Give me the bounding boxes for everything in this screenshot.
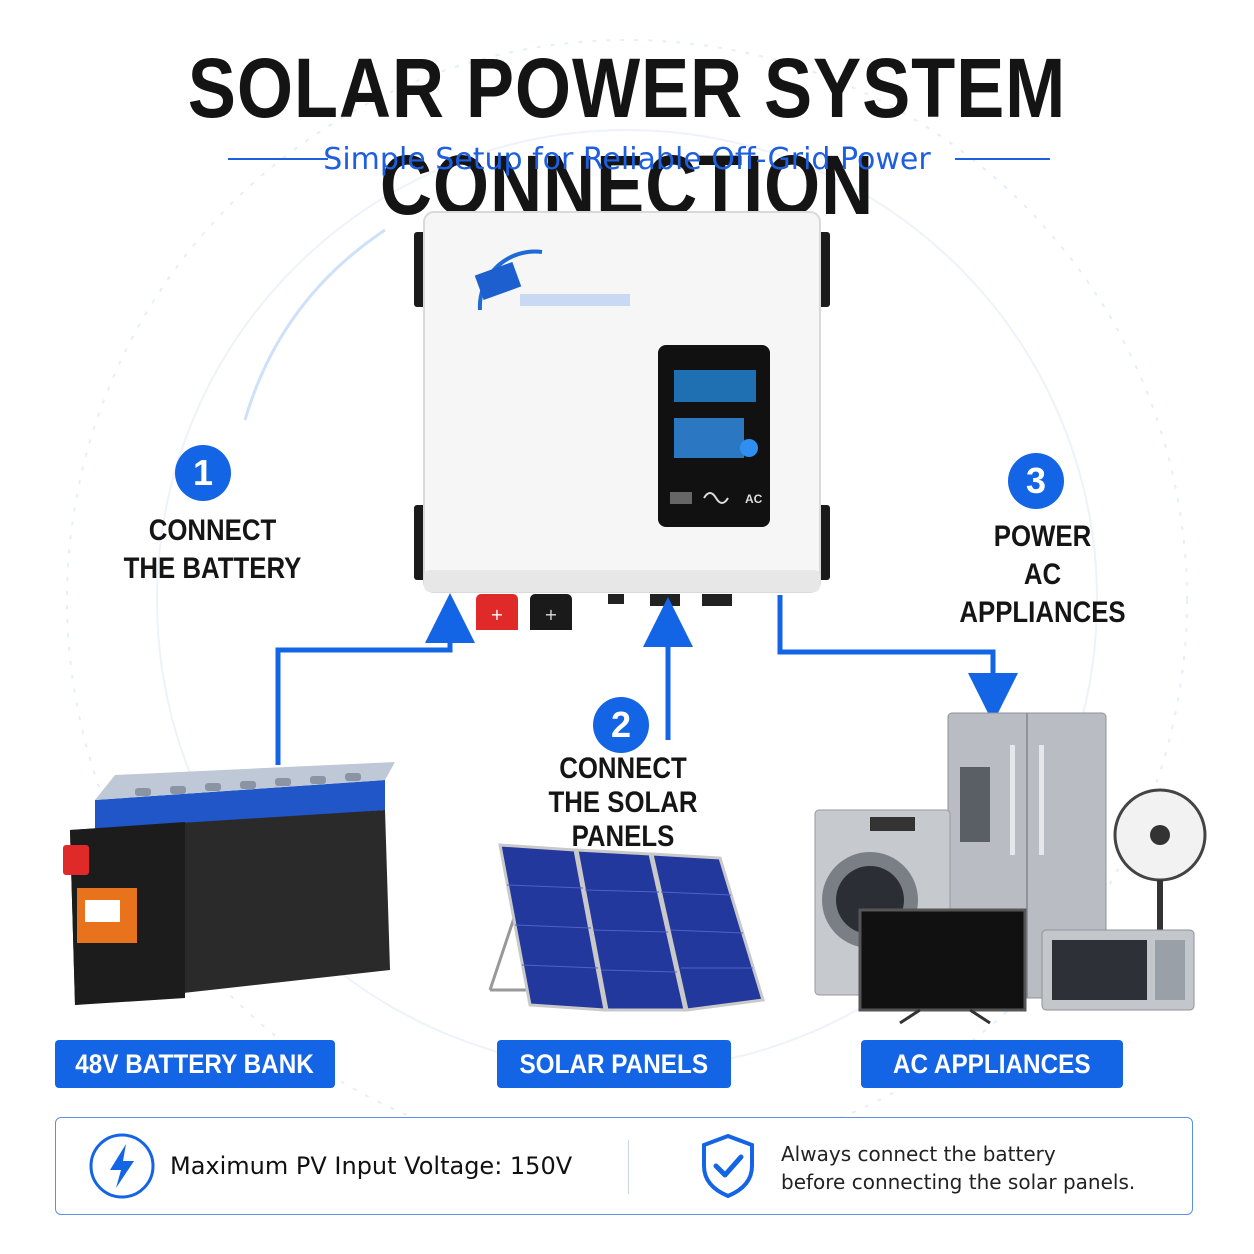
step-1-line1: CONNECT xyxy=(148,514,277,547)
solar-panels-label-text: SOLAR PANELS xyxy=(519,1049,709,1079)
safety-tip-line2: before connecting the solar panels. xyxy=(781,1170,1136,1194)
step-2-text: CONNECT THE SOLAR PANELS xyxy=(509,752,738,854)
battery-arrow xyxy=(275,593,475,765)
lightning-bolt-icon xyxy=(89,1133,155,1199)
pv-voltage-spec: Maximum PV Input Voltage: 150V xyxy=(170,1152,573,1180)
shield-check-icon xyxy=(702,1133,754,1199)
battery-bank-illustration xyxy=(63,762,395,1005)
appliances-arrow xyxy=(777,595,1018,723)
info-footer xyxy=(55,1117,1193,1215)
step-1-line2: THE BATTERY xyxy=(123,552,302,585)
step-2-badge: 2 xyxy=(593,697,649,753)
step-3-badge: 3 xyxy=(1008,453,1064,509)
svg-text:+: + xyxy=(544,605,557,624)
step-3-line1: POWER xyxy=(993,520,1092,553)
svg-text:+: + xyxy=(490,605,503,624)
inverter-illustration: AC + + xyxy=(414,211,830,634)
battery-bank-label-text: 48V BATTERY BANK xyxy=(75,1049,315,1079)
subtitle-line-left xyxy=(228,158,328,160)
ac-appliances-label-text: AC APPLIANCES xyxy=(893,1049,1091,1079)
solar-panels-illustration xyxy=(488,843,765,1012)
safety-tip: Always connect the battery before connec… xyxy=(781,1140,1161,1196)
footer-divider xyxy=(628,1140,629,1194)
ac-appliances-illustration xyxy=(814,712,1207,1025)
step-1-badge: 1 xyxy=(175,445,231,501)
battery-bank-label: 48V BATTERY BANK xyxy=(55,1040,335,1088)
display-ac-label: AC xyxy=(745,492,763,506)
step-1-text: CONNECT THE BATTERY xyxy=(116,512,310,588)
step-2-line1: CONNECT xyxy=(559,752,687,785)
ac-appliances-label: AC APPLIANCES xyxy=(861,1040,1123,1088)
page-subtitle: Simple Setup for Reliable Off-Grid Power xyxy=(323,142,931,177)
inverter: AC + + xyxy=(412,210,832,634)
step-2-line2: THE SOLAR PANELS xyxy=(548,786,698,853)
solar-panels-label: SOLAR PANELS xyxy=(497,1040,731,1088)
step-3-text: POWER AC APPLIANCES xyxy=(946,518,1140,632)
step-3-line2: AC APPLIANCES xyxy=(959,558,1126,629)
safety-tip-line1: Always connect the battery xyxy=(781,1142,1056,1166)
subtitle-line-right xyxy=(955,158,1050,160)
